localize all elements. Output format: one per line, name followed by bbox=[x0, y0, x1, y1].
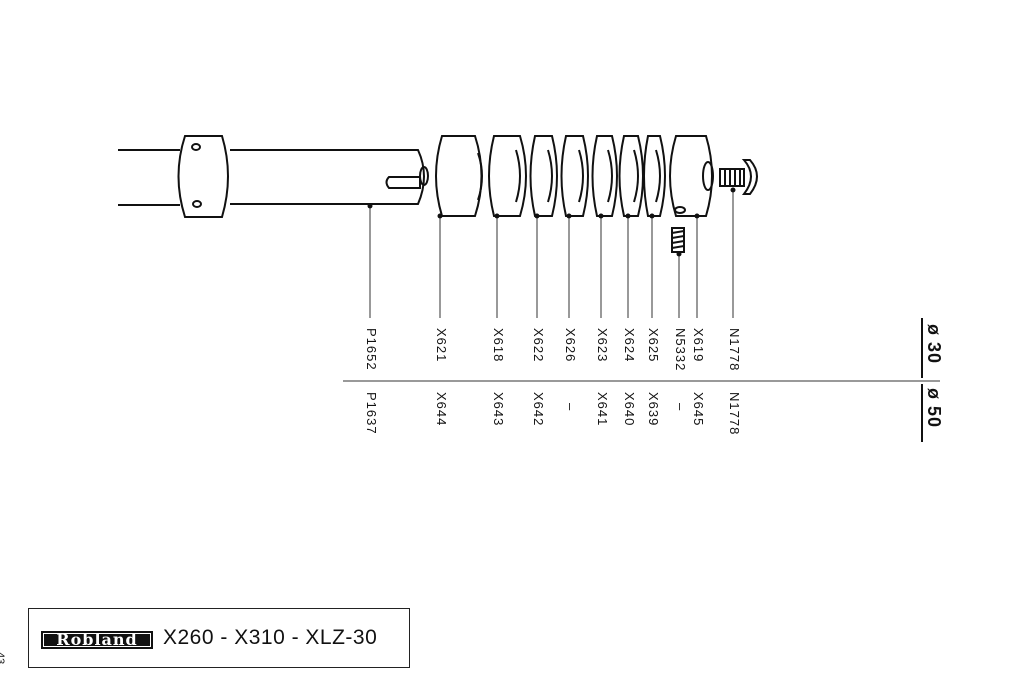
part-label-d30: X622 bbox=[531, 328, 546, 363]
page-number: 43 bbox=[0, 652, 6, 665]
part-label-d30: X626 bbox=[563, 328, 578, 363]
title-block: Robland X260 - X310 - XLZ-30 bbox=[28, 608, 410, 668]
part-label-d50: X645 bbox=[691, 392, 706, 427]
part-label-d50: X641 bbox=[595, 392, 610, 427]
part-label-d30: X619 bbox=[691, 328, 706, 363]
part-label-d50: X644 bbox=[434, 392, 449, 427]
part-label-d30: X621 bbox=[434, 328, 449, 363]
part-label-d50: – bbox=[563, 403, 578, 412]
part-label-d50: X640 bbox=[622, 392, 637, 427]
part-label-d50: X639 bbox=[646, 392, 661, 427]
diameter-50-label: ø 50 bbox=[924, 388, 944, 429]
robland-logo: Robland bbox=[41, 631, 153, 649]
part-label-d50: X642 bbox=[531, 392, 546, 427]
part-label-d30: X625 bbox=[646, 328, 661, 363]
part-label-d30: N5332 bbox=[673, 328, 688, 372]
part-label-d50: N1778 bbox=[727, 392, 742, 436]
part-label-d30: X624 bbox=[622, 328, 637, 363]
part-label-d30: P1652 bbox=[364, 328, 379, 371]
model-list: X260 - X310 - XLZ-30 bbox=[163, 626, 378, 649]
part-label-d30: X623 bbox=[595, 328, 610, 363]
part-label-d30: X618 bbox=[491, 328, 506, 363]
diameter-30-label: ø 30 bbox=[924, 324, 944, 365]
part-label-d50: X643 bbox=[491, 392, 506, 427]
part-label-d50: P1637 bbox=[364, 392, 379, 435]
part-label-d30: N1778 bbox=[727, 328, 742, 372]
part-label-d50: – bbox=[673, 403, 688, 412]
